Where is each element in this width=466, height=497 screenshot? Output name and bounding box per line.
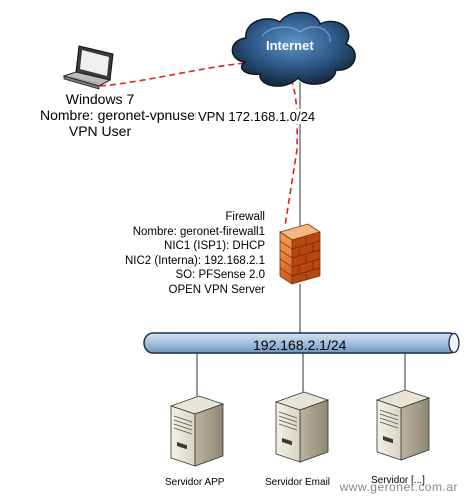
internet-cloud [231, 11, 356, 87]
vpn-tunnel-line [99, 61, 298, 227]
connector-lines [196, 82, 406, 396]
vpn-user-label: Windows 7 Nombre: geronet-vpnuser VPN Us… [40, 91, 200, 139]
network-bus [143, 332, 460, 354]
server-icon-other [375, 389, 431, 461]
server-icon-email [274, 391, 330, 463]
firewall-label: Firewall Nombre: geronet-firewall1 NIC1 … [125, 210, 265, 297]
vpn-user-os: Windows 7 [65, 91, 135, 107]
network-label: 192.168.2.1/24 [253, 337, 347, 353]
laptop-icon [62, 45, 114, 90]
server-label-other: Servidor [...] [371, 475, 425, 486]
firewall-line: SO: PFSense 2.0 [175, 269, 266, 281]
server-icon-app [169, 395, 225, 467]
vpn-user-name: Nombre: geronet-vpnuser [40, 107, 200, 123]
firewall-line: NIC2 (Interna): 192.168.2.1 [125, 254, 265, 267]
firewall-line: NIC1 (ISP1): DHCP [164, 240, 265, 252]
watermark: www.geronet.com.ar [339, 480, 458, 494]
vpn-network-label: VPN 172.168.1.0/24 [196, 109, 318, 124]
server-label-email: Servidor Email [265, 477, 331, 488]
firewall-line: Nombre: geronet-firewall1 [132, 225, 265, 238]
firewall-icon [279, 223, 321, 285]
server-label-app: Servidor APP [165, 477, 225, 488]
firewall-line: Firewall [225, 211, 265, 223]
internet-label: Internet [266, 38, 314, 53]
vpn-user-role: VPN User [68, 123, 132, 139]
firewall-line: OPEN VPN Server [168, 283, 266, 296]
